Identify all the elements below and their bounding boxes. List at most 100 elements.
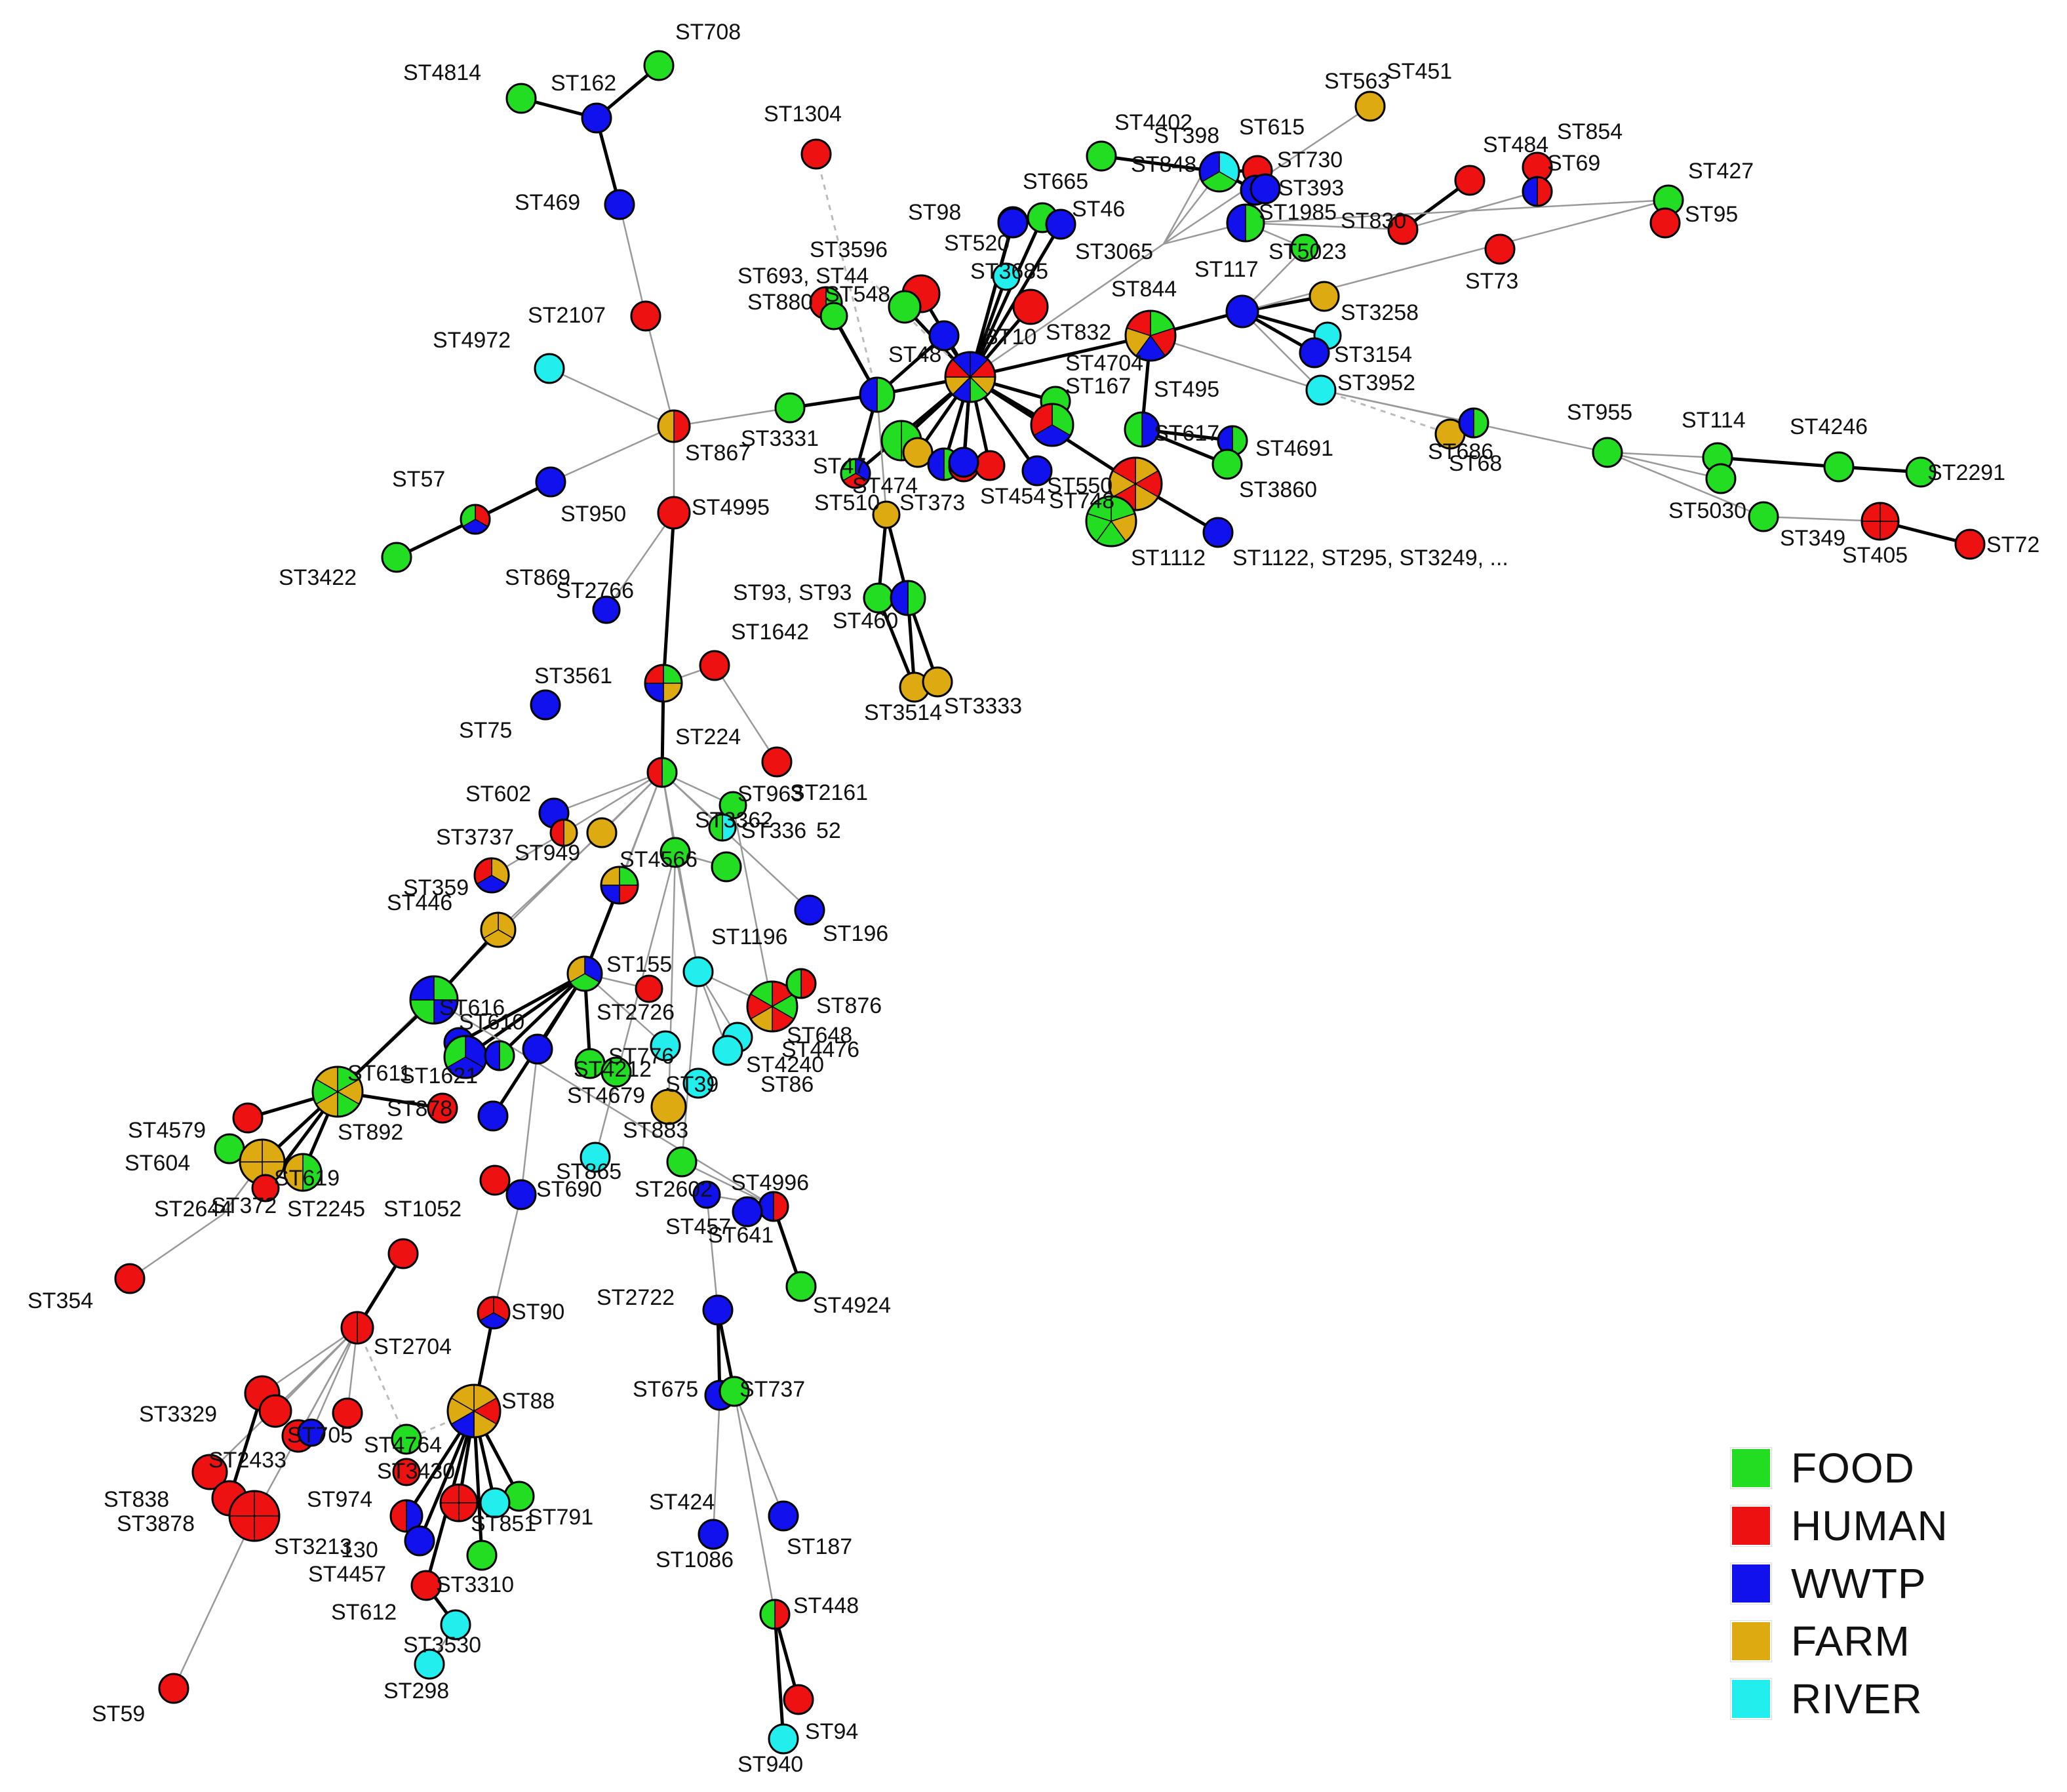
label-st474: ST474	[852, 473, 918, 498]
label-st4579: ST4579	[128, 1118, 206, 1143]
node-st955	[1592, 437, 1623, 468]
node-slice-food	[382, 543, 411, 572]
label-st1642: ST1642	[731, 620, 809, 645]
label-st955: ST955	[1567, 400, 1632, 425]
edge-st883-st4996	[681, 1161, 774, 1208]
node-st776	[650, 1030, 681, 1062]
node-st3878	[228, 1490, 281, 1542]
label-st3530: ST3530	[403, 1633, 481, 1658]
node-slice-river	[684, 957, 713, 986]
label-st46: ST46	[1072, 197, 1125, 222]
label-st617: ST617	[1154, 421, 1219, 446]
node-n-fw9	[484, 1040, 515, 1071]
node-outline	[581, 102, 612, 134]
node-outline	[535, 466, 566, 498]
node-st3737	[549, 818, 578, 847]
legend-swatch-wwtp	[1731, 1563, 1771, 1604]
label-st1196: ST1196	[711, 925, 788, 949]
legend-swatch-human	[1731, 1505, 1771, 1546]
edge-st2704-st3329	[262, 1326, 358, 1395]
node-outline	[682, 956, 714, 987]
node-slice-human	[428, 1094, 457, 1123]
label-st57: ST57	[392, 467, 445, 492]
node-slice-food	[1654, 186, 1683, 214]
node-slice-river	[651, 1031, 680, 1060]
node-st73	[1484, 233, 1516, 265]
node-outline	[1012, 289, 1049, 325]
node-st748	[1108, 456, 1163, 511]
label-st349: ST349	[1780, 526, 1845, 551]
node-slice-food	[1593, 438, 1622, 467]
node-outline	[635, 974, 663, 1003]
node-st469	[604, 189, 635, 220]
edge-st4995-n_mid1	[661, 512, 676, 684]
node-outline	[732, 1196, 763, 1227]
node-n-w26	[1202, 517, 1234, 548]
node-outline	[381, 542, 412, 573]
label-st2722: ST2722	[597, 1285, 675, 1310]
node-slice-human	[115, 1264, 144, 1293]
node-slice-river	[1307, 376, 1335, 405]
node-outline	[692, 1180, 721, 1209]
label-st867: ST867	[685, 441, 751, 466]
node-outline	[392, 1458, 421, 1486]
node-st865	[580, 1142, 611, 1173]
node-slice-food	[1749, 502, 1778, 531]
label-st5030: ST5030	[1668, 498, 1746, 523]
label-st791: ST791	[528, 1505, 593, 1530]
node-st690	[505, 1179, 537, 1210]
label-st372: ST372	[211, 1193, 277, 1218]
label-st4212: ST4212	[574, 1057, 652, 1082]
label-st75: ST75	[459, 718, 512, 743]
node-st4579	[232, 1102, 264, 1134]
label-st130: 130	[341, 1538, 378, 1563]
edge-n_w10-st690	[520, 1048, 539, 1195]
node-st187	[768, 1500, 799, 1532]
label-st88: ST88	[502, 1389, 555, 1414]
node-outline	[657, 496, 691, 530]
label-st95: ST95	[1685, 202, 1738, 227]
label-st3860: ST3860	[1239, 477, 1317, 502]
label-st3561: ST3561	[534, 664, 612, 688]
node-slice-human	[658, 497, 690, 528]
label-st1985: ST1985	[1259, 200, 1337, 225]
node-outline	[840, 458, 871, 489]
node-st520	[997, 207, 1029, 239]
node-slice-wwtp	[484, 1041, 500, 1071]
node-n-farm13	[239, 1138, 286, 1185]
edge-st1642-st2161	[713, 665, 778, 763]
node-st359	[473, 857, 510, 894]
node-st88	[446, 1384, 502, 1439]
node-slice-farm	[1356, 92, 1385, 121]
edge-st155-st776	[584, 973, 666, 1046]
label-st4995: ST4995	[692, 495, 770, 520]
label-st851: ST851	[471, 1511, 536, 1536]
node-outline	[872, 500, 901, 529]
node-outline	[785, 968, 817, 999]
label-st619: ST619	[274, 1166, 340, 1191]
node-outline	[698, 1519, 729, 1550]
label-st675: ST675	[633, 1377, 698, 1402]
node-n-f11	[600, 1056, 632, 1088]
legend-label-food: FOOD	[1791, 1444, 1915, 1492]
node-outline	[992, 262, 1021, 291]
node-st162	[581, 102, 612, 134]
node-slice-wwtp	[1251, 174, 1280, 203]
node-slice-farm	[658, 410, 675, 443]
node-slice-human	[193, 1455, 227, 1489]
node-st5030	[1705, 463, 1737, 494]
node-slice-food	[215, 1134, 244, 1163]
node-outline	[1860, 502, 1900, 541]
node-st460	[890, 580, 926, 616]
node-st47	[840, 458, 871, 489]
node-outline	[191, 1454, 228, 1490]
node-outline	[819, 302, 848, 330]
node-slice-human	[1486, 235, 1514, 264]
legend-item-wwtp: WWTP	[1731, 1555, 2006, 1612]
edge-st963-st876	[732, 805, 774, 1007]
node-st90	[477, 1296, 511, 1330]
node-outline	[477, 1100, 509, 1132]
label-st2107: ST2107	[528, 303, 606, 328]
